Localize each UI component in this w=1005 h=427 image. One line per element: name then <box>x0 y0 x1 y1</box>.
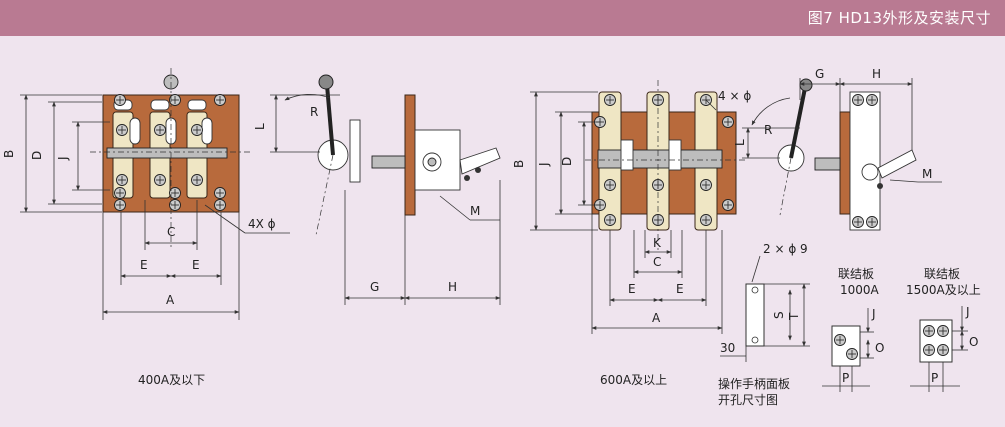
left-dim-L: L <box>253 123 267 130</box>
left-dim-B: B <box>2 150 16 158</box>
handle-holes-note: 2 × ϕ 9 <box>763 242 808 256</box>
right-dim-R: R <box>764 123 772 137</box>
link-plate-1000a: 联结板 1000A J O P <box>822 267 884 392</box>
left-dim-R: R <box>310 105 318 119</box>
handle-panel-cutout: 2 × ϕ 9 S T 30 操作手柄面板 开孔尺寸图 <box>718 242 810 407</box>
link-plate-1500a: 联结板 1500A及以上 J O P <box>906 267 981 392</box>
left-side-view: R L G H M <box>253 74 501 305</box>
left-dim-H: H <box>448 280 457 294</box>
right-dim-K: K <box>653 236 662 250</box>
figure-title: 图7 HD13外形及安装尺寸 <box>807 9 991 27</box>
handle-dim-30: 30 <box>720 341 735 355</box>
left-dim-E2: E <box>192 258 200 272</box>
handle-caption-2: 开孔尺寸图 <box>718 393 778 407</box>
handle-dim-S: S <box>772 311 786 319</box>
right-dim-L: L <box>733 139 747 146</box>
right-dim-E1: E <box>628 282 636 296</box>
right-dim-H: H <box>872 67 881 81</box>
left-holes-note: 4X ϕ <box>248 217 276 231</box>
link1000-title2: 1000A <box>840 283 880 297</box>
link1000-title1: 联结板 <box>838 267 874 281</box>
link1500-title1: 联结板 <box>924 267 960 281</box>
link1000-O: O <box>875 341 884 355</box>
right-front-view: B J D K C E E A 4 × ϕ <box>512 80 751 334</box>
handle-dim-T: T <box>787 312 801 321</box>
link1500-title2: 1500A及以上 <box>906 283 981 297</box>
link1500-O: O <box>969 335 978 349</box>
right-dim-M: M <box>922 167 932 181</box>
right-caption: 600A及以上 <box>600 373 667 387</box>
right-dim-G: G <box>815 67 824 81</box>
left-dim-G: G <box>370 280 379 294</box>
left-dim-C: C <box>167 225 175 239</box>
right-dim-B: B <box>512 160 526 168</box>
left-dim-J: J <box>56 156 70 161</box>
left-dim-A: A <box>166 293 175 307</box>
right-dim-J: J <box>537 162 551 167</box>
left-dim-M: M <box>470 204 480 218</box>
link1000-P: P <box>842 371 849 385</box>
right-dim-E2: E <box>676 282 684 296</box>
link1500-P: P <box>931 371 938 385</box>
left-dim-E1: E <box>140 258 148 272</box>
right-dim-C: C <box>653 255 661 269</box>
link1000-J: J <box>871 307 876 321</box>
right-dim-A: A <box>652 311 661 325</box>
left-front-view: B D J C E E A 4X ϕ <box>2 68 290 320</box>
left-dim-D: D <box>30 151 44 160</box>
link1500-J: J <box>965 305 970 319</box>
right-holes-note: 4 × ϕ <box>718 89 751 103</box>
title-bar: 图7 HD13外形及安装尺寸 <box>0 0 1005 36</box>
right-side-view: R L G H M <box>733 67 942 231</box>
right-dim-D: D <box>560 157 574 166</box>
right-poles <box>597 91 723 231</box>
handle-caption-1: 操作手柄面板 <box>718 376 790 391</box>
left-caption: 400A及以下 <box>138 373 205 387</box>
